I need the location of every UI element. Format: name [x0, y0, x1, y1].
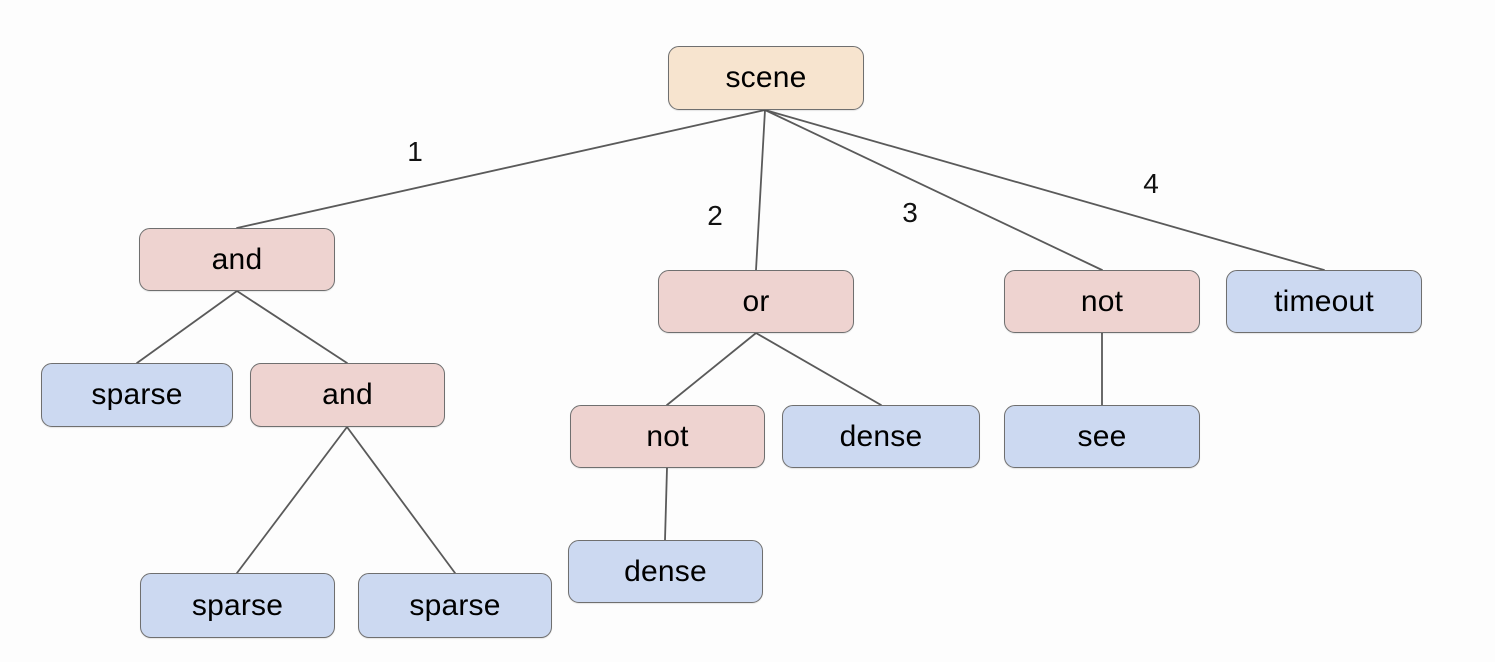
tree-edge — [764, 109, 1325, 271]
tree-edge — [136, 290, 238, 364]
tree-edge — [236, 109, 766, 229]
tree-node-and1[interactable]: and — [139, 228, 335, 291]
edge-label-scene-or1: 2 — [707, 200, 723, 231]
tree-node-label: sparse — [191, 588, 284, 622]
tree-node-label: not — [1080, 284, 1124, 318]
tree-node-label: and — [211, 242, 263, 276]
tree-node-timeout1[interactable]: timeout — [1226, 270, 1422, 333]
tree-edge — [664, 467, 668, 541]
tree-node-label: see — [1077, 419, 1127, 453]
tree-node-label: dense — [839, 419, 923, 453]
tree-node-scene[interactable]: scene — [668, 46, 864, 110]
edge-label-scene-not2: 3 — [902, 197, 918, 228]
tree-node-label: or — [742, 284, 770, 318]
tree-node-label: scene — [725, 61, 807, 94]
tree-node-not1[interactable]: not — [570, 405, 765, 468]
edge-label-scene-timeout1: 4 — [1143, 168, 1159, 199]
tree-edge — [236, 290, 348, 364]
tree-node-and2[interactable]: and — [250, 363, 445, 427]
tree-node-label: sparse — [409, 588, 501, 622]
tree-edge — [666, 332, 757, 406]
tree-edge — [755, 109, 766, 271]
tree-node-label: not — [646, 419, 689, 453]
tree-node-see1[interactable]: see — [1004, 405, 1200, 468]
tree-node-not2[interactable]: not — [1004, 270, 1200, 333]
tree-edge — [346, 426, 456, 574]
tree-node-or1[interactable]: or — [658, 270, 854, 333]
tree-node-label: timeout — [1274, 284, 1374, 318]
tree-node-sparse1[interactable]: sparse — [41, 363, 233, 427]
tree-node-dense1[interactable]: dense — [782, 405, 980, 468]
tree-node-label: sparse — [91, 378, 183, 411]
tree-node-label: dense — [624, 554, 707, 588]
tree-edge — [764, 109, 1103, 271]
tree-node-label: and — [322, 378, 373, 411]
tree-node-sparse3[interactable]: sparse — [358, 573, 552, 638]
tree-node-sparse2[interactable]: sparse — [140, 573, 335, 638]
tree-edge — [236, 426, 348, 574]
tree-edge — [755, 332, 882, 406]
edge-label-scene-and1: 1 — [407, 136, 423, 167]
tree-node-dense2[interactable]: dense — [568, 540, 763, 603]
